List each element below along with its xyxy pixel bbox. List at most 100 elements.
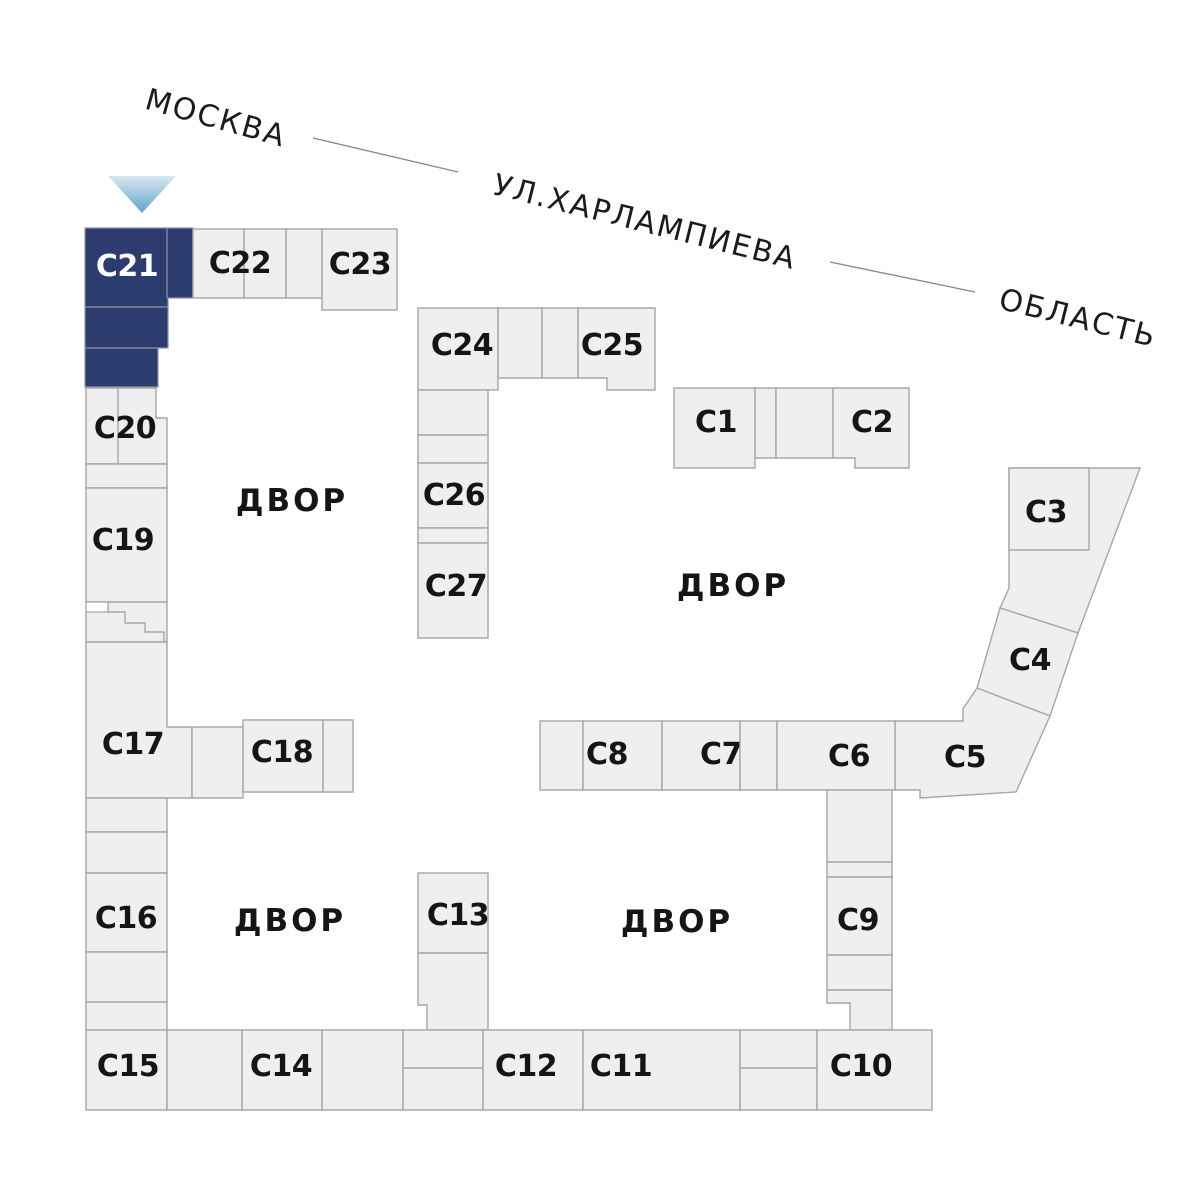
building-c9-shape[interactable] (826, 876, 893, 956)
building-c14-shape[interactable] (241, 1029, 323, 1111)
building-c18[interactable]: С18 (242, 719, 324, 793)
building-c4[interactable]: С4 (976, 607, 1079, 717)
building-c4-label: С4 (1009, 643, 1051, 678)
building-c27-shape[interactable] (417, 542, 489, 639)
building-section (85, 831, 168, 874)
building-c7[interactable]: С7 (661, 720, 742, 791)
building-section (739, 1067, 818, 1111)
building-c23-label: С23 (329, 247, 391, 282)
building-c9[interactable]: С9 (826, 876, 893, 956)
building-section (417, 434, 489, 464)
building-section (191, 726, 244, 799)
building-section (85, 951, 168, 1003)
building-section (826, 954, 893, 991)
building-c5[interactable]: С5 (894, 687, 1051, 799)
courtyard-label: ДВОР (677, 568, 789, 604)
building-section (322, 719, 354, 793)
street-line-right (829, 261, 976, 293)
building-section (417, 527, 489, 544)
building-c15-shape[interactable] (85, 1029, 168, 1111)
courtyard-label: ДВОР (234, 903, 346, 939)
building-section (826, 989, 893, 1031)
building-c23-shape[interactable] (321, 228, 398, 311)
building-section (775, 387, 834, 459)
building-c22[interactable]: С22 (192, 228, 287, 299)
building-c20-label: С20 (94, 411, 156, 446)
street-label-oblast: ОБЛАСТЬ (995, 282, 1160, 355)
building-c25[interactable]: С25 (577, 307, 656, 391)
building-c16-shape[interactable] (85, 872, 168, 953)
building-c16[interactable]: С16 (85, 872, 168, 953)
building-c3-shape[interactable] (1008, 467, 1090, 551)
building-c17-label: С17 (102, 727, 164, 762)
building-c18-shape[interactable] (242, 719, 324, 793)
building-section (754, 387, 777, 459)
building-c5-shape[interactable] (894, 687, 1051, 799)
building-c22-shape[interactable] (192, 228, 245, 299)
street-label-kharlampieva: УЛ.ХАРЛАМПИЕВА (489, 168, 800, 277)
building-section (826, 789, 893, 863)
building-c17[interactable]: С17 (85, 641, 193, 799)
building-c17-shape[interactable] (85, 641, 193, 799)
building-c26-shape[interactable] (417, 462, 489, 529)
building-section (539, 720, 584, 791)
building-c26-label: С26 (423, 478, 485, 513)
building-section (402, 1067, 484, 1111)
building-c15[interactable]: С15 (85, 1029, 168, 1111)
building-section (285, 228, 323, 299)
building-c27[interactable]: С27 (417, 542, 489, 639)
building-c9-label: С9 (837, 903, 879, 938)
building-c10-label: С10 (830, 1049, 892, 1084)
building-section (541, 307, 579, 379)
building-c25-shape[interactable] (577, 307, 656, 391)
building-c12-label: С12 (495, 1049, 557, 1084)
building-c8-shape[interactable] (582, 720, 663, 791)
building-c6-label: С6 (828, 739, 870, 774)
building-c2[interactable]: С2 (832, 387, 910, 469)
courtyard-label: ДВОР (621, 904, 733, 940)
building-c12[interactable]: С12 (482, 1029, 584, 1111)
building-section (497, 307, 543, 379)
location-marker-icon (108, 176, 176, 213)
building-section (826, 861, 893, 878)
building-c19[interactable]: С19 (85, 487, 168, 603)
building-c26[interactable]: С26 (417, 462, 489, 529)
building-c13-label: С13 (427, 898, 489, 933)
building-c7-shape[interactable] (661, 720, 741, 791)
building-c3[interactable]: С3 (1008, 467, 1090, 551)
building-c16-label: С16 (95, 901, 157, 936)
building-c24[interactable]: С24 (417, 307, 499, 391)
building-c13-shape[interactable] (417, 872, 489, 954)
building-c15-label: С15 (97, 1049, 159, 1084)
building-section (85, 797, 168, 833)
street-label-moscow: МОСКВА (141, 82, 290, 154)
building-c10[interactable]: С10 (816, 1029, 933, 1111)
building-c7-label: С7 (700, 737, 742, 772)
building-c2-shape[interactable] (832, 387, 910, 469)
building-c6-shape[interactable] (776, 720, 896, 791)
stair-step-edge (107, 602, 165, 642)
building-c1-label: С1 (695, 405, 737, 440)
building-c20[interactable]: С20 (85, 387, 168, 465)
building-c14-label: С14 (250, 1049, 312, 1084)
building-c11-label: С11 (590, 1049, 652, 1084)
courtyard-label: ДВОР (236, 483, 348, 519)
building-c21[interactable]: С21 (84, 227, 194, 388)
building-section (417, 389, 489, 436)
building-c13[interactable]: С13 (417, 872, 490, 954)
building-c11[interactable]: С11 (582, 1029, 741, 1111)
building-c3-label: С3 (1025, 495, 1067, 530)
building-c6[interactable]: С6 (776, 720, 896, 791)
building-c8[interactable]: С8 (582, 720, 663, 791)
building-c1[interactable]: С1 (673, 387, 756, 469)
building-section (166, 1029, 243, 1111)
building-c12-shape[interactable] (482, 1029, 584, 1111)
building-c14[interactable]: С14 (241, 1029, 323, 1111)
building-c10-shape[interactable] (816, 1029, 933, 1111)
building-c23[interactable]: С23 (321, 228, 398, 311)
building-c2-label: С2 (851, 405, 893, 440)
building-c5-label: С5 (944, 740, 986, 775)
building-c18-label: С18 (251, 735, 313, 770)
